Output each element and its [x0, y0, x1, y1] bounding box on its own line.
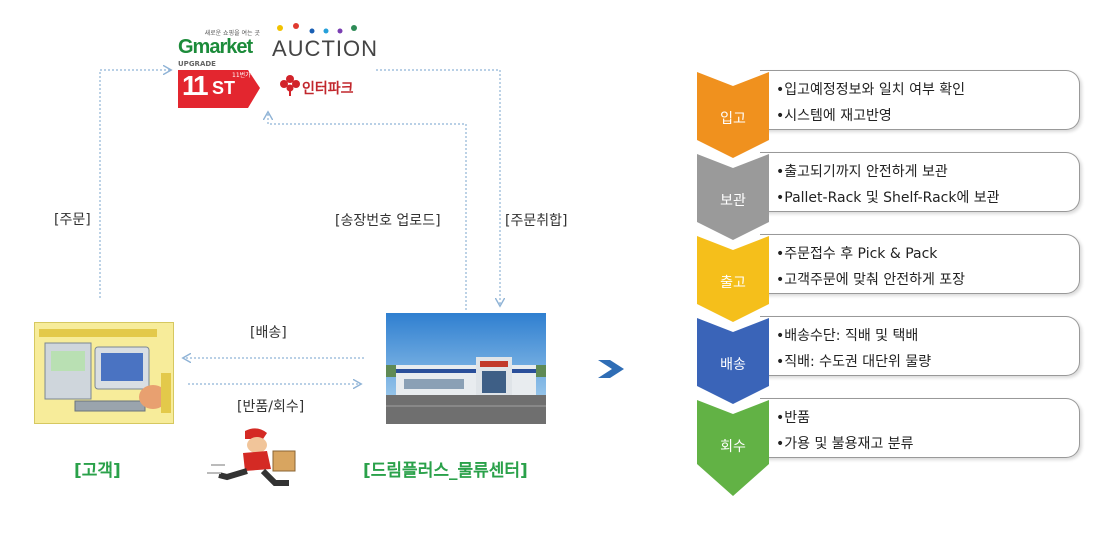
order-arrow	[99, 70, 170, 298]
auction-logo: AUCTION	[272, 22, 377, 64]
chevron-step-3-icon	[697, 236, 769, 322]
step-1-description: •입고예정정보와 일치 여부 확인 •시스템에 재고반영	[760, 70, 1080, 130]
warehouse-building-icon	[386, 313, 546, 424]
step-3-description: •주문접수 후 Pick & Pack •고객주문에 맞춰 안전하게 포장	[760, 234, 1080, 294]
step-4-line-1: •배송수단: 직배 및 택배	[776, 328, 919, 344]
step-4-line-2: •직배: 수도권 대단위 물량	[776, 354, 932, 370]
11st-upgrade: UPGRADE	[178, 60, 216, 68]
11st-badge-icon	[178, 70, 260, 108]
11st-st: ST	[212, 78, 236, 98]
11st-sub: 11번가	[232, 72, 251, 79]
chevron-step-5-icon	[697, 400, 769, 496]
step-3-chevron: 출고	[697, 236, 769, 322]
step-1-chevron: 입고	[697, 72, 769, 158]
interpark-logo: 인터파크	[280, 74, 370, 100]
step-4-chevron: 배송	[697, 318, 769, 404]
step-5-line-2: •가용 및 불용재고 분류	[776, 436, 914, 452]
transition-arrow-icon	[598, 360, 624, 378]
delivery-label: [배송]	[250, 325, 287, 341]
step-3-label: 출고	[720, 275, 746, 291]
step-4-description: •배송수단: 직배 및 택배 •직배: 수도권 대단위 물량	[760, 316, 1080, 376]
running-courier-icon	[207, 428, 296, 486]
chevron-step-4-icon	[697, 318, 769, 404]
warehouse-photo	[386, 313, 546, 424]
gmarket-logo: 새로운 쇼핑을 여는 곳 Gmarket	[178, 28, 264, 60]
customer-label: [고객]	[74, 461, 121, 481]
courier-illustration	[205, 425, 305, 491]
gmarket-tagline: 새로운 쇼핑을 여는 곳	[204, 30, 260, 37]
step-3-line-1: •주문접수 후 Pick & Pack	[776, 246, 938, 262]
step-1-line-2: •시스템에 재고반영	[776, 108, 892, 124]
customer-computer-illustration	[34, 322, 174, 424]
step-1-line-1: •입고예정정보와 일치 여부 확인	[776, 82, 966, 98]
step-4-label: 배송	[720, 357, 746, 373]
step-2-chevron: 보관	[697, 154, 769, 240]
chevron-step-1-icon	[697, 72, 769, 158]
step-5-chevron: 회수	[697, 400, 769, 496]
interpark-flower-icon	[280, 75, 300, 96]
step-2-description: •출고되기까지 안전하게 보관 •Pallet-Rack 및 Shelf-Rac…	[760, 152, 1080, 212]
return-label: [반품/회수]	[237, 399, 305, 415]
auction-dots-icon	[277, 23, 357, 34]
order-collect-label: [주문취합]	[505, 213, 568, 229]
step-5-label: 회수	[720, 439, 746, 455]
step-5-line-1: •반품	[776, 410, 811, 426]
gmarket-wordmark: Gmarket	[178, 36, 253, 58]
11st-number: 11	[182, 70, 209, 101]
logistics-center-label: [드림플러스_물류센터]	[363, 461, 528, 481]
11st-logo: UPGRADE 11 ST 11번가	[178, 60, 260, 110]
chevron-step-2-icon	[697, 154, 769, 240]
auction-wordmark: AUCTION	[272, 36, 378, 61]
interpark-wordmark: 인터파크	[302, 81, 354, 97]
order-label: [주문]	[54, 212, 91, 228]
step-1-label: 입고	[720, 111, 746, 127]
invoice-upload-label: [송장번호 업로드]	[335, 213, 441, 229]
step-2-line-1: •출고되기까지 안전하게 보관	[776, 164, 948, 180]
invoice-upload-arrow	[268, 113, 467, 310]
order-collect-arrow	[376, 69, 500, 305]
step-3-line-2: •고객주문에 맞춰 안전하게 포장	[776, 272, 966, 288]
step-2-line-2: •Pallet-Rack 및 Shelf-Rack에 보관	[776, 190, 1000, 206]
computer-icon	[39, 329, 171, 413]
step-5-description: •반품 •가용 및 불용재고 분류	[760, 398, 1080, 458]
step-2-label: 보관	[720, 193, 746, 209]
